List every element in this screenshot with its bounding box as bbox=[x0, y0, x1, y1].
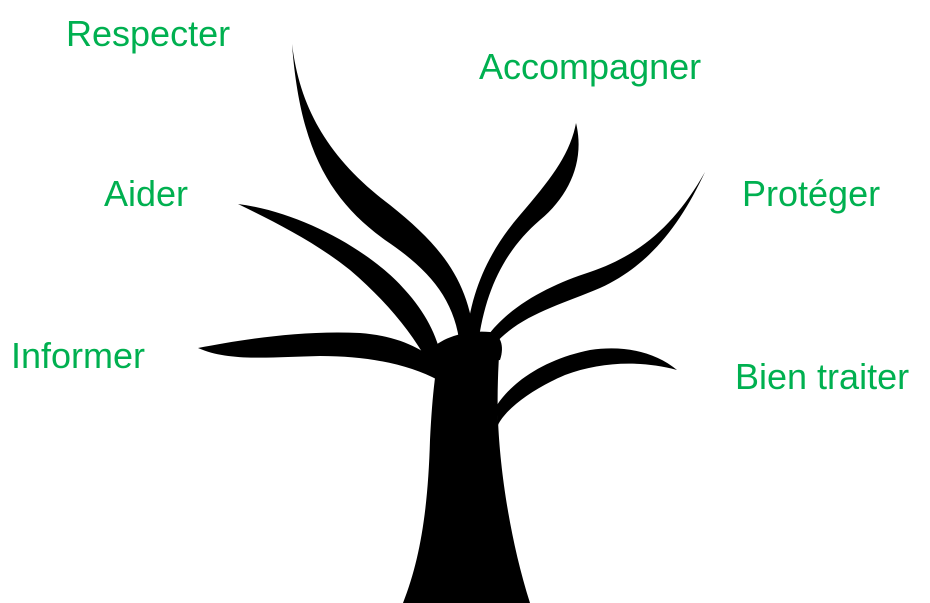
label-respecter: Respecter bbox=[66, 14, 230, 54]
label-bien-traiter: Bien traiter bbox=[735, 357, 909, 397]
label-accompagner: Accompagner bbox=[479, 47, 701, 87]
tree-trunk bbox=[403, 340, 530, 603]
branch-proteger bbox=[486, 172, 705, 345]
label-proteger: Protéger bbox=[742, 174, 880, 214]
branch-bien-traiter bbox=[497, 348, 677, 425]
branch-informer bbox=[198, 332, 440, 380]
label-informer: Informer bbox=[11, 336, 145, 376]
label-aider: Aider bbox=[104, 174, 188, 214]
